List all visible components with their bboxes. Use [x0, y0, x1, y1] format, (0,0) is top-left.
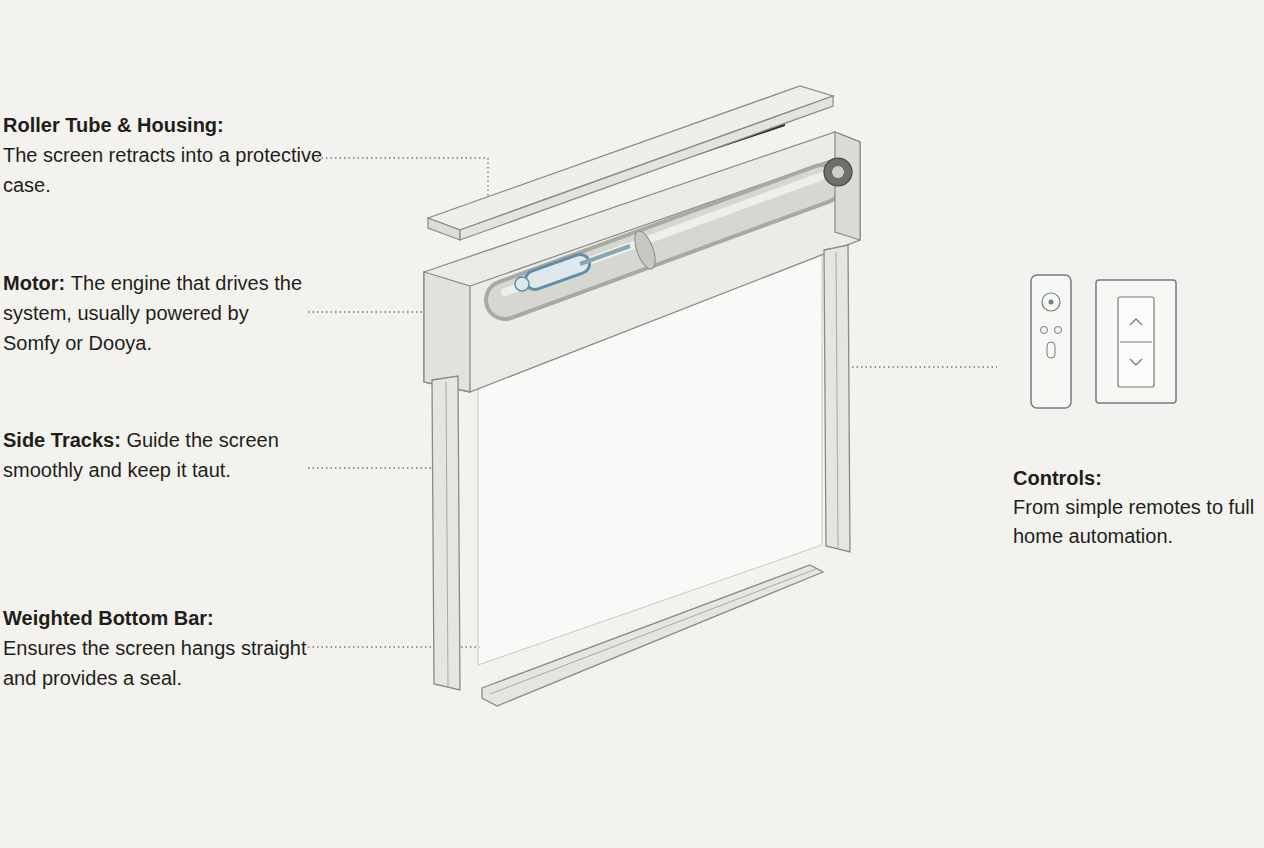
part-name: Side Tracks:: [3, 429, 121, 451]
callout-label: Roller Tube & Housing:The screen retract…: [3, 110, 323, 200]
callout-label: Motor:The engine that drives the system,…: [3, 268, 303, 358]
callout-label: Side Tracks:Guide the screen smoothly an…: [3, 425, 293, 485]
callout-label: Controls:From simple remotes to full hom…: [1013, 464, 1259, 551]
part-name: Weighted Bottom Bar:: [3, 603, 333, 633]
part-name: Motor:: [3, 272, 65, 294]
part-description: From simple remotes to full home automat…: [1013, 493, 1259, 551]
part-description: The screen retracts into a protective ca…: [3, 140, 323, 200]
part-description: Ensures the screen hangs straight and pr…: [3, 633, 333, 693]
part-name: Controls:: [1013, 464, 1259, 493]
callout-label: Weighted Bottom Bar:Ensures the screen h…: [3, 603, 333, 693]
part-name: Roller Tube & Housing:: [3, 110, 323, 140]
